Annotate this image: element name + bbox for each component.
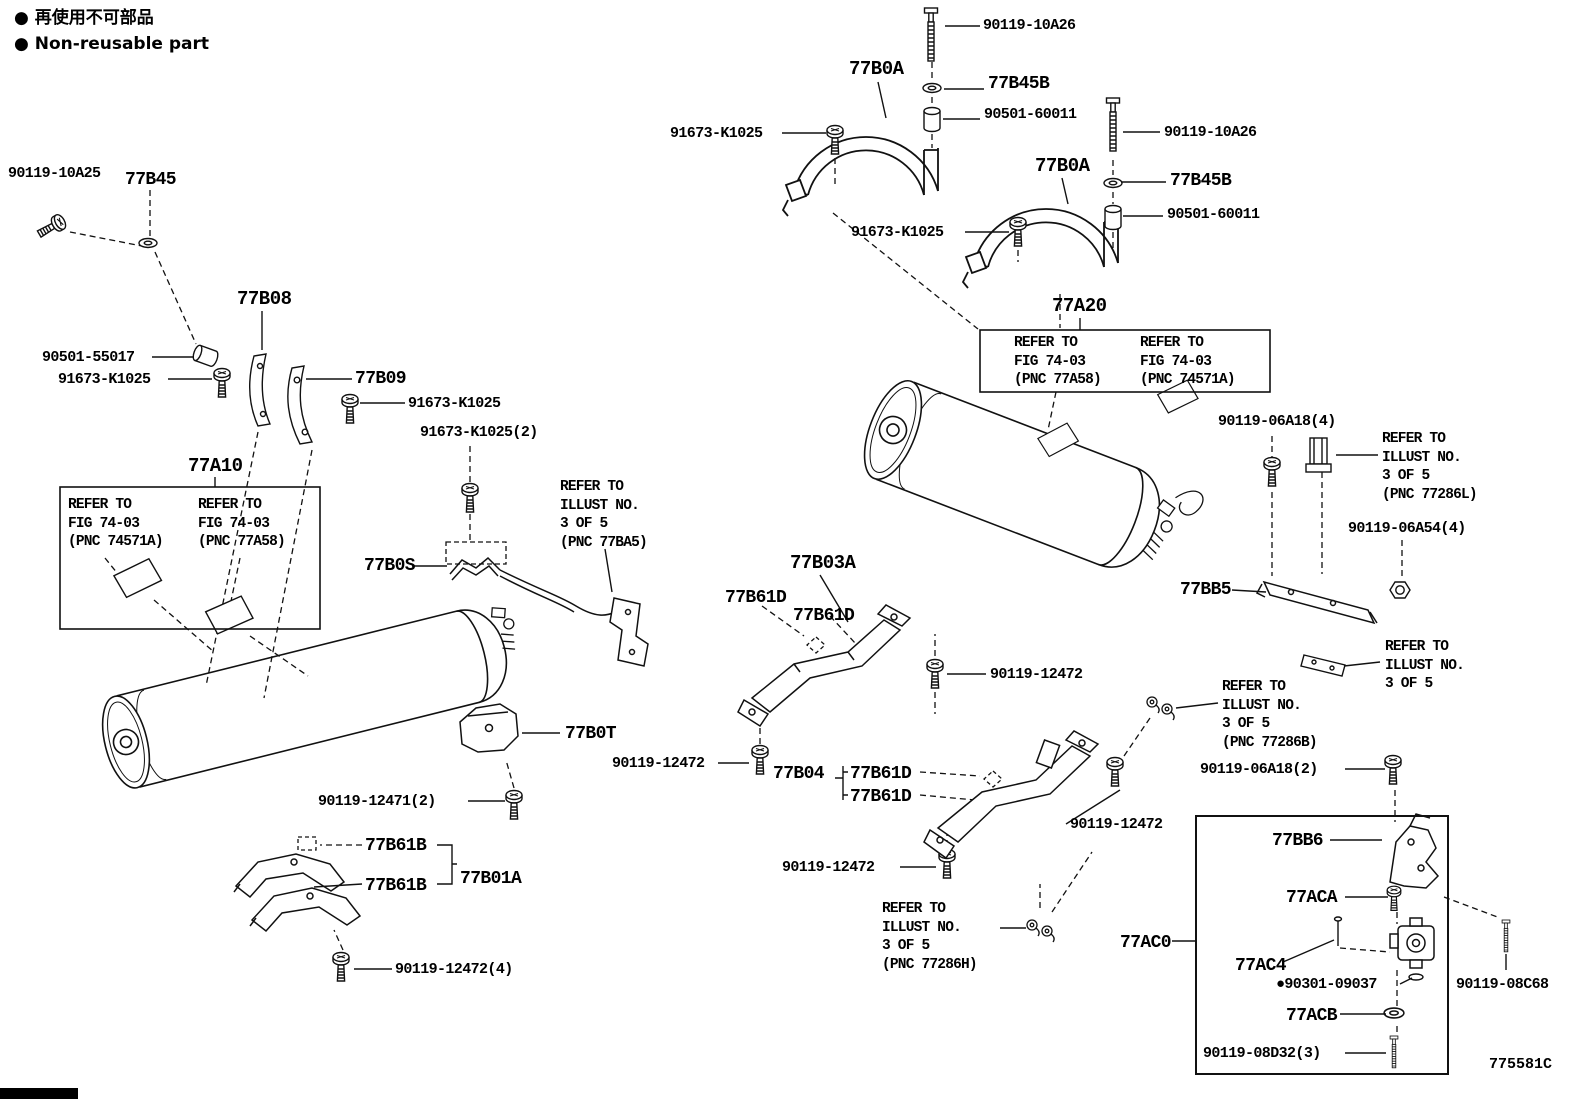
legend: ● 再使用不可部品 ● Non-reusable part: [14, 6, 209, 57]
label-77b03a-31: 77B03A: [790, 552, 856, 574]
dashed-assembly-lines: [69, 62, 1501, 1034]
label-91673-k1025-16: 91673-K1025: [408, 395, 501, 412]
rail-77BB5: [1255, 580, 1378, 625]
o-ring-90301-09037: [1408, 973, 1424, 981]
rail-segment: [1300, 654, 1346, 677]
label-refer-to-21: REFER TO ILLUST NO. 3 OF 5 (PNC 77BA5): [560, 479, 648, 551]
label-90119-12472-34: 90119-12472: [990, 666, 1083, 683]
label-77b04-39: 77B04: [773, 764, 825, 784]
label-91673-k1025-2--17: 91673-K1025(2): [420, 424, 538, 441]
label-77ac0-52: 77AC0: [1120, 933, 1172, 953]
label-91673-k1025-4: 91673-K1025: [670, 125, 763, 142]
label-90119-06a54-4--28: 90119-06A54(4): [1348, 520, 1466, 537]
label-77b61d-32: 77B61D: [725, 588, 787, 608]
label-90119-10a26-5: 90119-10A26: [1164, 124, 1257, 141]
diagram-code: 775581C: [1489, 1056, 1553, 1073]
label-77b45b-7: 77B45B: [1170, 171, 1232, 191]
label-91673-k1025-9: 91673-K1025: [851, 224, 944, 241]
label-77b61d-40: 77B61D: [850, 764, 912, 784]
group-box-77AC0: [1195, 815, 1449, 1075]
label-77b0t-37: 77B0T: [565, 724, 617, 744]
label-90301-09037-54: ●90301-09037: [1276, 976, 1377, 993]
label-90501-60011-8: 90501-60011: [1167, 206, 1260, 223]
label-90119-12472-36: 90119-12472: [612, 755, 705, 772]
label-refer-to-20: REFER TO FIG 74-03 (PNC 77A58): [198, 497, 286, 551]
corner-mark: [0, 1088, 78, 1099]
bracket-77B0T: [459, 703, 519, 753]
label-90501-55017-13: 90501-55017: [42, 349, 135, 366]
label-refer-to-27: REFER TO ILLUST NO. 3 OF 5 (PNC 77286L): [1382, 431, 1478, 503]
label-77ac4-53: 77AC4: [1235, 956, 1287, 976]
valve-77AC0: [1389, 917, 1435, 969]
label-90119-06a18-2--49: 90119-06A18(2): [1200, 761, 1318, 778]
label-77a20-23: 77A20: [1052, 295, 1107, 317]
bracket-77BB6: [1389, 813, 1440, 889]
part-77B08-77B09: [190, 343, 314, 445]
label-77b01a-46: 77B01A: [460, 869, 522, 889]
label-77acb-55: 77ACB: [1286, 1006, 1338, 1026]
label-90119-10a26-0: 90119-10A26: [983, 17, 1076, 34]
label-90119-06a18-4--26: 90119-06A18(4): [1218, 413, 1336, 430]
label-refer-to-30: REFER TO ILLUST NO. 3 OF 5: [1385, 639, 1465, 693]
part-77286L-connector: [1305, 437, 1332, 473]
ref-boxes: [59, 329, 1449, 1075]
bracket-77B03A: [737, 604, 912, 728]
label-77b0a-1: 77B0A: [849, 58, 904, 80]
label-refer-to-35: REFER TO ILLUST NO. 3 OF 5 (PNC 77286B): [1222, 679, 1318, 751]
label-77bb5-29: 77BB5: [1180, 580, 1232, 600]
label-90119-08d32-3--56: 90119-08D32(3): [1203, 1045, 1321, 1062]
label-77a10-18: 77A10: [188, 455, 243, 477]
label-refer-to-19: REFER TO FIG 74-03 (PNC 74571A): [68, 497, 164, 551]
legend-non-reusable-jp: ● 再使用不可部品: [14, 8, 154, 28]
refer-box-77A20: [979, 329, 1271, 393]
label-77b08-12: 77B08: [237, 288, 292, 310]
label-refer-to-48: REFER TO ILLUST NO. 3 OF 5 (PNC 77286H): [882, 901, 978, 973]
legend-non-reusable-en: ● Non-reusable part: [14, 33, 210, 54]
label-90119-12472-4--47: 90119-12472(4): [395, 961, 513, 978]
bracket-77B61B: [233, 853, 362, 933]
label-77b61b-45: 77B61B: [365, 876, 427, 896]
refer-box-77A10: [59, 486, 321, 630]
label-77b61d-33: 77B61D: [793, 606, 855, 626]
tank-77A10: [101, 607, 516, 789]
label-77b61d-41: 77B61D: [850, 787, 912, 807]
label-refer-to-25: REFER TO FIG 74-03 (PNC 74571A): [1140, 335, 1236, 389]
label-91673-k1025-14: 91673-K1025: [58, 371, 151, 388]
label-90119-12472-42: 90119-12472: [1070, 816, 1163, 833]
label-90119-12472-43: 90119-12472: [782, 859, 875, 876]
label-77b45-11: 77B45: [125, 170, 177, 190]
bracket-77B04: [923, 730, 1100, 860]
label-90119-12471-2--38: 90119-12471(2): [318, 793, 436, 810]
label-77aca-51: 77ACA: [1286, 888, 1338, 908]
label-77b61b-44: 77B61B: [365, 836, 427, 856]
label-77b0s-22: 77B0S: [364, 556, 416, 576]
label-77b09-15: 77B09: [355, 369, 407, 389]
pin-77AC4: [1333, 916, 1343, 946]
tank-77A20: [863, 379, 1204, 568]
label-77b45b-2: 77B45B: [988, 74, 1050, 94]
strap-77B0A-1: [781, 136, 939, 217]
label-77b0a-6: 77B0A: [1035, 155, 1090, 177]
label-refer-to-24: REFER TO FIG 74-03 (PNC 77A58): [1014, 335, 1102, 389]
label-90119-10a25-10: 90119-10A25: [8, 165, 101, 182]
label-90501-60011-3: 90501-60011: [984, 106, 1077, 123]
label-90119-08c68-57: 90119-08C68: [1456, 976, 1549, 993]
leader-lines: [152, 25, 1507, 1054]
part-77B0S: [449, 556, 649, 667]
label-77bb6-50: 77BB6: [1272, 831, 1324, 851]
